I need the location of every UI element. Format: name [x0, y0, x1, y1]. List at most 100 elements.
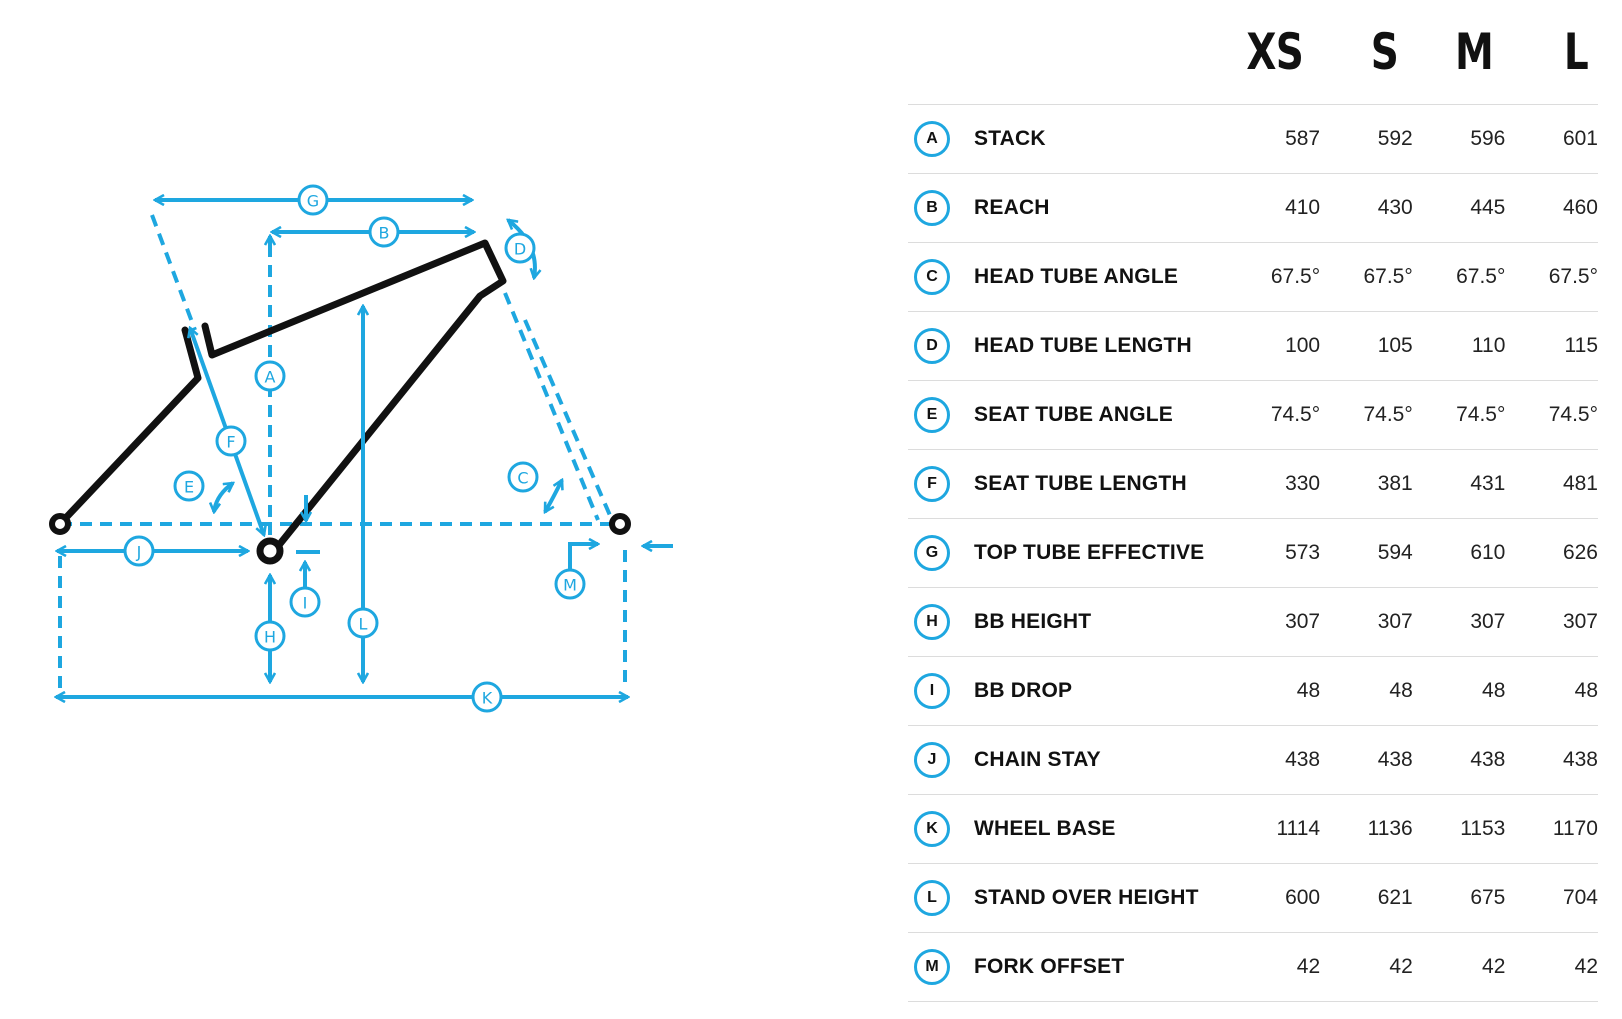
table-row: M FORK OFFSET 42 42 42 42 [908, 933, 1598, 1002]
row-key-badge: B [914, 190, 950, 226]
row-value-xs: 587 [1285, 127, 1321, 150]
dim-label-text: E [184, 478, 194, 497]
dim-m-arrow [568, 544, 598, 570]
row-value-s: 430 [1377, 196, 1413, 219]
dim-label-text: G [307, 192, 319, 211]
size-xs: XS [1246, 23, 1303, 81]
fork-offset-line [523, 319, 614, 521]
dim-c-arc [543, 480, 564, 512]
dim-label-text: H [264, 628, 276, 647]
row-key-badge: E [914, 397, 950, 433]
row-value-xs: 330 [1285, 472, 1321, 495]
row-key-badge: J [914, 742, 950, 778]
row-key-badge: D [914, 328, 950, 364]
row-value-s: 592 [1377, 127, 1413, 150]
row-key-badge: H [914, 604, 950, 640]
row-value-l: 601 [1562, 127, 1598, 150]
row-key-badge: C [914, 259, 950, 295]
row-measurement-name: BB DROP [974, 679, 1073, 702]
row-value-m: 74.5° [1456, 403, 1506, 426]
row-key-badge: L [914, 880, 950, 916]
row-value-l: 307 [1562, 610, 1598, 633]
row-value-xs: 438 [1285, 748, 1321, 771]
size-l: L [1563, 23, 1589, 81]
dim-label-text: J [136, 543, 142, 562]
row-value-l: 74.5° [1548, 403, 1598, 426]
row-value-l: 438 [1562, 748, 1598, 771]
row-value-m: 307 [1470, 610, 1506, 633]
main-frame [201, 239, 507, 554]
row-value-xs: 42 [1296, 955, 1321, 978]
dim-label-f: F [215, 425, 247, 457]
dim-label-text: A [265, 368, 276, 387]
row-value-m: 596 [1470, 127, 1506, 150]
row-value-xs: 600 [1285, 886, 1321, 909]
row-value-s: 307 [1377, 610, 1413, 633]
row-value-xs: 74.5° [1270, 403, 1321, 426]
row-key-badge: F [914, 466, 950, 502]
row-value-m: 610 [1470, 541, 1506, 564]
row-measurement-name: HEAD TUBE LENGTH [974, 334, 1192, 357]
dim-label-text: C [517, 469, 528, 488]
row-value-l: 48 [1574, 679, 1598, 702]
row-key-badge: M [914, 949, 950, 985]
dim-label-l: L [347, 607, 379, 639]
row-value-s: 1136 [1367, 817, 1413, 840]
row-value-l: 460 [1562, 196, 1598, 219]
row-value-xs: 67.5° [1270, 265, 1321, 288]
row-value-xs: 1114 [1276, 817, 1321, 840]
bottom-bracket [256, 537, 284, 565]
bike-frame [49, 239, 631, 565]
row-value-l: 42 [1574, 955, 1598, 978]
row-value-m: 431 [1470, 472, 1506, 495]
row-measurement-name: STAND OVER HEIGHT [974, 886, 1199, 909]
row-value-xs: 410 [1285, 196, 1321, 219]
row-key-badge: A [914, 121, 950, 157]
size-header-row: XS S M L [908, 0, 1598, 105]
row-value-l: 67.5° [1548, 265, 1598, 288]
row-value-xs: 307 [1285, 610, 1321, 633]
row-value-m: 438 [1470, 748, 1506, 771]
dim-label-g: G [297, 184, 329, 216]
dim-label-text: D [514, 240, 526, 259]
row-value-s: 594 [1377, 541, 1413, 564]
dim-label-d: D [504, 232, 536, 264]
dim-label-j: J [123, 535, 155, 567]
steer-axis-line [503, 292, 600, 521]
row-value-s: 42 [1389, 955, 1413, 978]
dim-label-text: B [379, 224, 390, 243]
row-value-s: 381 [1377, 472, 1413, 495]
row-value-s: 74.5° [1363, 403, 1413, 426]
row-value-m: 42 [1482, 955, 1506, 978]
dim-label-h: H [254, 620, 286, 652]
dim-label-k: K [471, 681, 503, 713]
row-value-m: 48 [1482, 679, 1506, 702]
row-value-s: 48 [1389, 679, 1413, 702]
row-key-badge: I [914, 673, 950, 709]
table-row: E SEAT TUBE ANGLE 74.5° 74.5° 74.5° 74.5° [908, 381, 1598, 450]
size-s: S [1370, 23, 1399, 81]
row-value-s: 67.5° [1363, 265, 1413, 288]
row-key-badge: K [914, 811, 950, 847]
row-key-badge: G [914, 535, 950, 571]
row-measurement-name: TOP TUBE EFFECTIVE [974, 541, 1205, 564]
row-value-l: 704 [1562, 886, 1598, 909]
dim-label-b: B [368, 216, 400, 248]
row-measurement-name: FORK OFFSET [974, 955, 1125, 978]
row-measurement-name: SEAT TUBE ANGLE [974, 403, 1174, 426]
dim-label-text: M [563, 576, 577, 595]
row-value-l: 481 [1562, 472, 1598, 495]
seat-axis-extension [150, 214, 197, 331]
row-value-m: 67.5° [1456, 265, 1506, 288]
row-measurement-name: WHEEL BASE [974, 817, 1116, 840]
front-axle [609, 513, 631, 535]
